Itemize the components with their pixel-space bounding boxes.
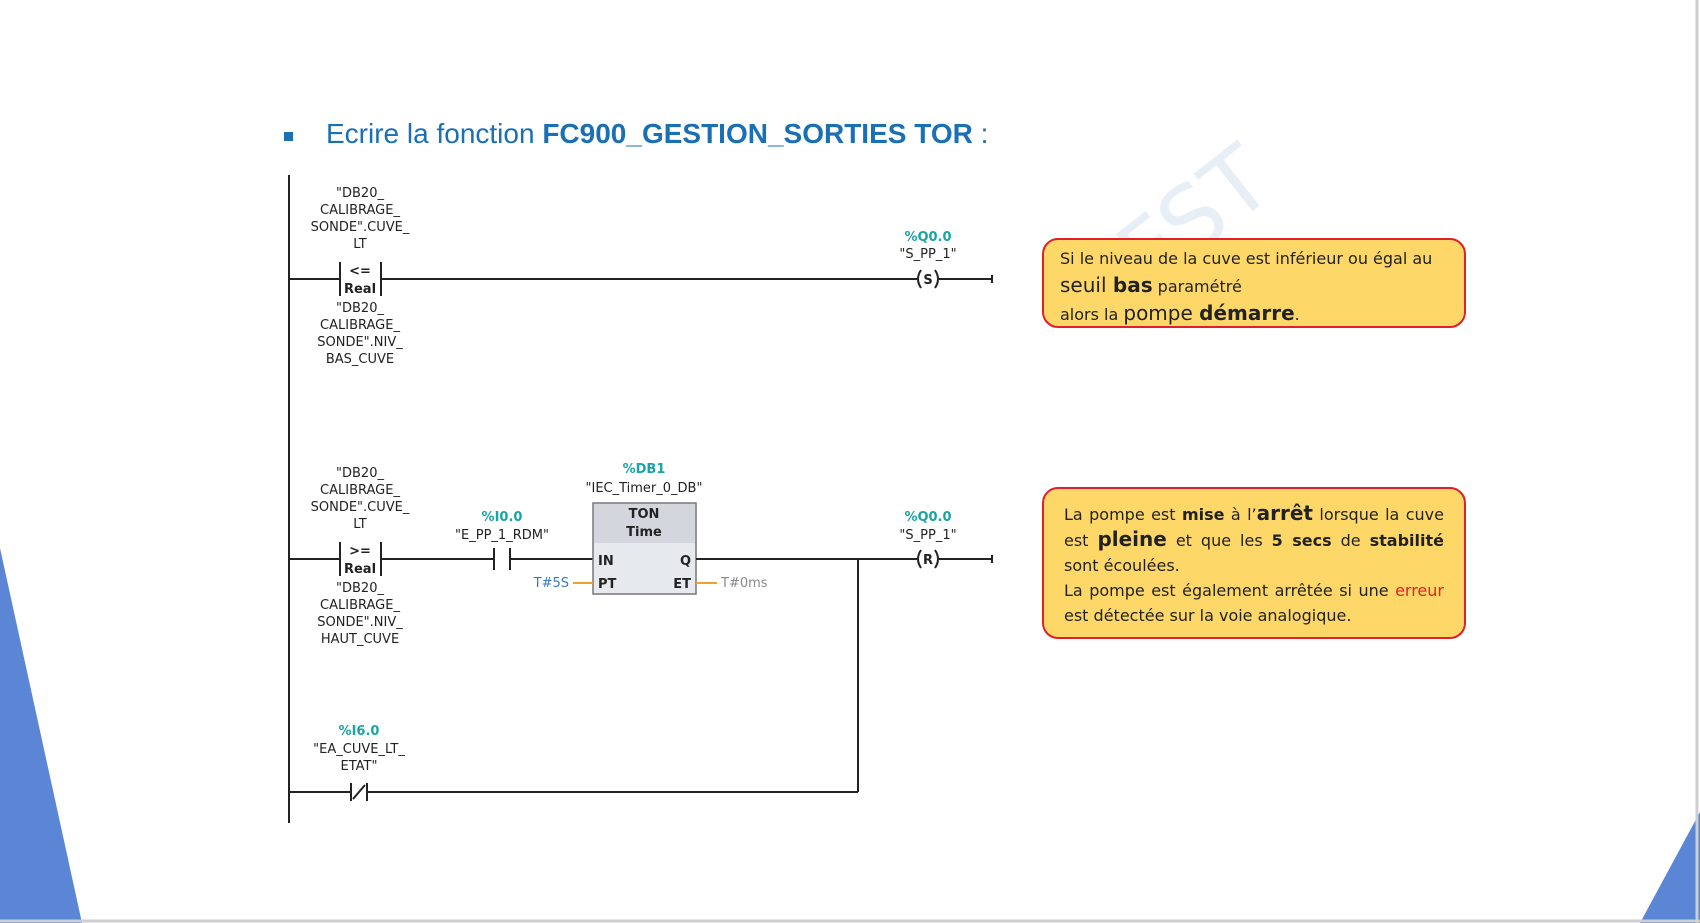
note-paragraph: La pompe est également arrêtée si une er… [1064,581,1444,625]
et-value: T#0ms [720,576,768,591]
coil-address: %Q0.0 [904,230,951,245]
coil-tag: "S_PP_1" [899,247,956,262]
coil-type: S [923,273,932,288]
note-line: alors la pompe démarre. [1060,301,1300,325]
compare-operator: >= [349,544,371,559]
note-paragraph: La pompe est mise à l’arrêt lorsque la c… [1064,501,1444,575]
operand-1-line: LT [353,237,366,252]
contact-address: %I0.0 [482,510,523,525]
pin-in: IN [598,554,614,569]
timer-address: %DB1 [623,462,666,477]
ton-timer-block: TON Time IN PT Q ET [592,502,697,595]
operand-2-line: CALIBRAGE_ [320,318,400,333]
operand-2-line: "DB20_ [336,301,384,316]
set-coil: S [917,269,939,289]
pin-et: ET [673,577,691,592]
note-start-condition: Si le niveau de la cuve est inférieur ou… [1042,238,1466,328]
operand-2-line: HAUT_CUVE [321,632,399,647]
timer-subtype: Time [626,525,662,540]
coil-tag: "S_PP_1" [899,528,956,543]
operand-1-line: CALIBRAGE_ [320,203,400,218]
note-line: Si le niveau de la cuve est inférieur ou… [1060,249,1433,268]
coil-left-arc [917,269,922,289]
timer-instance: "IEC_Timer_0_DB" [586,481,703,496]
network-2: >= Real "DB20_ CALIBRAGE_ SONDE".CUVE_ L… [289,462,993,801]
coil-type: R [923,553,933,568]
title-text: Ecrire la fonction FC900_GESTION_SORTIES… [326,118,989,149]
reset-coil: R [917,549,939,569]
operand-1-line: SONDE".CUVE_ [311,500,410,515]
coil-right-arc [934,269,939,289]
operand-1-line: CALIBRAGE_ [320,483,400,498]
coil-right-arc [934,549,939,569]
compare-type: Real [344,562,376,577]
nc-address: %I6.0 [339,724,380,739]
operand-2-line: SONDE".NIV_ [317,615,403,630]
operand-1-line: LT [353,517,366,532]
nc-contact [350,783,368,801]
note-stop-condition: La pompe est mise à l’arrêt lorsque la c… [1042,487,1466,639]
timer-type: TON [629,507,660,522]
left-decor-triangle [0,548,82,923]
compare-type: Real [344,282,376,297]
coil-left-arc [917,549,922,569]
timer-header [594,504,695,543]
no-contact [493,548,511,570]
operand-2-line: BAS_CUVE [326,352,394,367]
nc-slash [352,784,366,800]
network-1: <= Real "DB20_ CALIBRAGE_ SONDE".CUVE_ L… [289,186,993,367]
operand-1-line: "DB20_ [336,466,384,481]
operand-2-line: CALIBRAGE_ [320,598,400,613]
nc-tag-line: ETAT" [341,759,378,774]
compare-ge-contact: >= Real [339,542,382,577]
operand-1-line: SONDE".CUVE_ [311,220,410,235]
operand-1-line: "DB20_ [336,186,384,201]
contact-tag: "E_PP_1_RDM" [455,528,549,543]
coil-address: %Q0.0 [904,510,951,525]
pin-q: Q [680,554,691,569]
operand-2-line: SONDE".NIV_ [317,335,403,350]
compare-le-contact: <= Real [339,262,382,297]
right-decor-triangle [1640,812,1700,923]
nc-tag-line: "EA_CUVE_LT_ [313,742,405,757]
bullet-icon [284,132,293,141]
operand-2-line: "DB20_ [336,581,384,596]
compare-operator: <= [349,264,371,279]
pt-value: T#5S [533,576,569,591]
pin-pt: PT [598,577,617,592]
note-line: seuil bas paramétré [1060,273,1242,297]
